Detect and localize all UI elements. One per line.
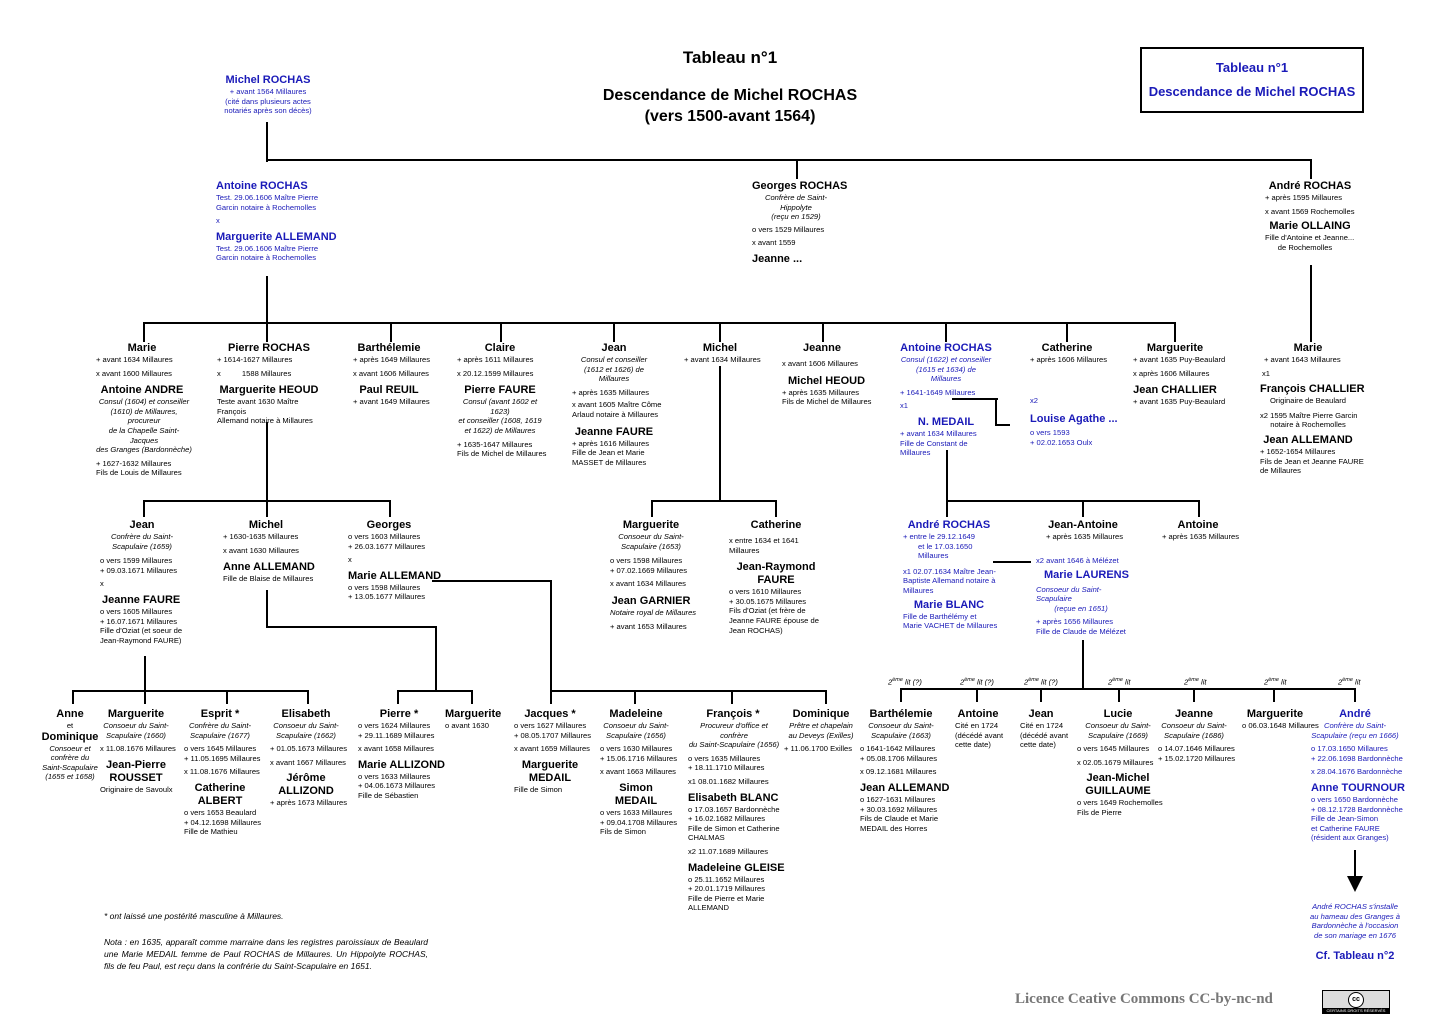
person-marguerite-gen4c: Marguerite o 06.03.1648 Millaures [1242, 708, 1319, 730]
lit-label-andre: 2ème lit [1338, 677, 1361, 687]
lit-label-barthelemie: 2ème lit (?) [888, 677, 922, 687]
person-michel-gen3: Michel + 1630-1635 Millaures x avant 163… [223, 519, 315, 584]
person-esprit: Esprit * Confrère du Saint- Scapulaire (… [184, 708, 262, 837]
title-box-line1: Tableau n°1 [1215, 60, 1289, 75]
person-antoine-gen4: Antoine Cité en 1724 (décédé avant cette… [955, 708, 1004, 750]
person-madeleine: Madeleine Consoeur du Saint- Scapulaire … [600, 708, 678, 837]
person-claire: Claire + après 1611 Millaures x 20.12.15… [457, 342, 547, 459]
title-box: Tableau n°1 Descendance de Michel ROCHAS [1140, 47, 1364, 113]
person-barthelemie-gen4: Barthélemie Consoeur du Saint- Scapulair… [860, 708, 950, 833]
person-marguerite-gen4: Marguerite Consoeur du Saint- Scapulaire… [100, 708, 176, 794]
person-jeanne: Jeanne x avant 1606 Millaures Michel HEO… [782, 342, 872, 407]
person-pierre-gen4: Pierre * o vers 1624 Millaures + 29.11.1… [358, 708, 445, 800]
person-andre-rochas-gen3: André ROCHAS + entre le 29.12.1649 et le… [903, 519, 998, 631]
person-jean-antoine: Jean-Antoine + après 1635 Millaures [1046, 519, 1124, 541]
person-marguerite: Marguerite + avant 1635 Puy-Beaulard x a… [1133, 342, 1226, 407]
person-jean-gen4: Jean Cité en 1724 (décédé avant cette da… [1020, 708, 1069, 750]
person-antoine-gen3: Antoine + après 1635 Millaures [1162, 519, 1240, 541]
lit-label-jean: 2ème lit (?) [1024, 677, 1058, 687]
person-marie-laurens: x2 avant 1646 à Mélézet Marie LAURENS Co… [1036, 556, 1129, 636]
lit-label-lucie: 2ème lit [1108, 677, 1131, 687]
lit-label-marguerite: 2ème lit [1264, 677, 1287, 687]
person-marguerite-gen4b: Marguerite o avant 1630 [445, 708, 502, 730]
person-georges-rochas: Georges ROCHAS Confrère de Saint-Hippoly… [752, 180, 848, 265]
antoine-x2: x2 [1030, 396, 1039, 405]
cc-badge-caption: CERTAINS DROITS RÉSERVÉS [1323, 1008, 1389, 1013]
person-francois: François * Procureur d'office et confrèr… [688, 708, 785, 913]
footnote-nota: Nota : en 1635, apparaît comme marraine … [104, 937, 428, 971]
person-jeanne-gen4: Jeanne Consoeur du Saint- Scapulaire (16… [1158, 708, 1236, 763]
person-marie-2: Marie + avant 1643 Millaures x1 François… [1260, 342, 1365, 476]
person-andre-rochas: André ROCHAS + après 1595 Millaures x av… [1265, 180, 1355, 252]
down-arrow-icon [1347, 876, 1363, 892]
lit-label-jeanne: 2ème lit [1184, 677, 1207, 687]
person-andre-gen4: André Confrère du Saint- Scapulaire (reç… [1311, 708, 1405, 843]
person-marie: Marie + avant 1634 Millaures x avant 160… [96, 342, 192, 478]
person-dominique: Dominique Prêtre et chapelain au Deveys … [784, 708, 854, 754]
person-louise-agathe: Louise Agathe ... o vers 1593 + 02.02.16… [1030, 413, 1118, 447]
person-marguerite-gen3: Marguerite Consoeur du Saint- Scapulaire… [610, 519, 697, 631]
person-pierre-rochas: Pierre ROCHAS + 1614-1627 Millaures x 15… [217, 342, 319, 426]
footnote-asterisk: * ont laissé une postérité masculine à M… [104, 911, 284, 921]
license-text: Licence Ceative Commons CC-by-nc-nd [1015, 991, 1273, 1007]
person-michel-rochas: Michel ROCHAS + avant 1564 Millaures (ci… [224, 74, 312, 116]
cc-badge[interactable]: cc CERTAINS DROITS RÉSERVÉS [1322, 990, 1390, 1014]
title-line2: Descendance de Michel ROCHAS [602, 87, 858, 104]
title-box-line2: Descendance de Michel ROCHAS [1148, 84, 1356, 99]
cc-icon: cc [1348, 992, 1364, 1008]
person-anne-dominique: Anne et Dominique Consoeur et confrère d… [41, 708, 99, 782]
andre-settlement-note: André ROCHAS s'installe au hameau des Gr… [1310, 902, 1400, 940]
person-jacques: Jacques * o vers 1627 Millaures + 08.05.… [514, 708, 592, 794]
person-jean-gen3: Jean Confrère du Saint- Scapulaire (1659… [100, 519, 183, 645]
lit-label-antoine: 2ème lit (?) [960, 677, 994, 687]
person-catherine-gen3: Catherine x entre 1634 et 1641 Millaures… [729, 519, 819, 635]
person-jean: Jean Consul et conseiller (1612 et 1626)… [572, 342, 662, 467]
person-barthelemie: Barthélemie + après 1649 Millaures x ava… [353, 342, 431, 407]
person-antoine-rochas-2: Antoine ROCHAS Consul (1622) et conseill… [900, 342, 992, 458]
person-elisabeth: Elisabeth Consoeur du Saint- Scapulaire … [270, 708, 348, 808]
person-antoine-rochas: Antoine ROCHAS Test. 29.06.1606 Maître P… [216, 180, 337, 263]
person-georges-gen3: Georges o vers 1603 Millaures + 26.03.16… [348, 519, 442, 602]
title-line1: Tableau n°1 [682, 48, 778, 67]
person-lucie: Lucie Consoeur du Saint- Scapulaire (166… [1077, 708, 1163, 817]
person-catherine: Catherine + après 1606 Millaures [1030, 342, 1108, 364]
cf-tableau-link[interactable]: Cf. Tableau n°2 [1315, 950, 1395, 962]
title-line3: (vers 1500-avant 1564) [644, 108, 816, 125]
person-michel: Michel + avant 1634 Millaures [684, 342, 761, 364]
